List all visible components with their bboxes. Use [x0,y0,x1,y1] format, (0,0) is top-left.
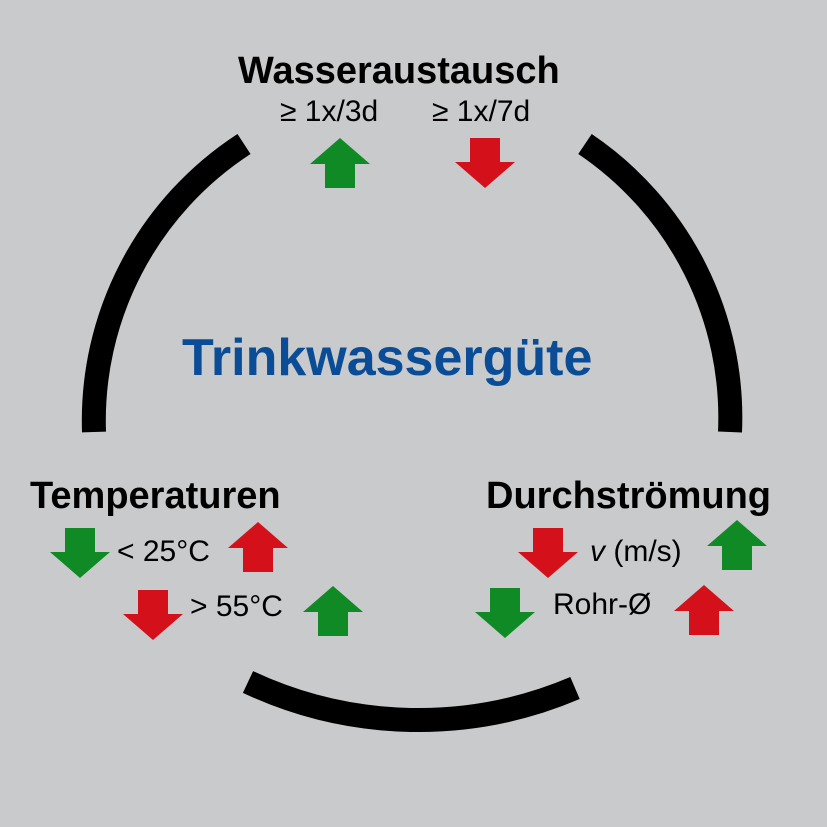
arrow-up-icon [303,586,363,636]
flow-pipe-diameter-label: Rohr-Ø [553,588,652,621]
temperature-above-55-label: > 55°C [190,590,283,623]
water-exchange-heading: Wasseraustausch [238,50,560,92]
flow-velocity-symbol: v [590,535,605,568]
arrow-down-icon [475,588,535,638]
temperatures-heading: Temperaturen [30,475,281,517]
arrow-down-icon [50,528,110,578]
cycle-arc-bottom [242,671,580,733]
arrow-up-icon [707,520,767,570]
arrow-up-icon [310,138,370,188]
water-exchange-3d-label: ≥ 1x/3d [280,95,379,128]
center-title: Trinkwassergüte [182,329,593,387]
cycle-arc-right [578,134,743,433]
arrow-down-icon [455,138,515,188]
water-exchange-7d-label: ≥ 1x/7d [432,95,531,128]
arrow-down-icon [123,590,183,640]
arrow-down-icon [518,528,578,578]
flow-velocity-unit: (m/s) [605,535,682,568]
cycle-arc-left [81,133,251,433]
arrow-up-icon [674,585,734,635]
arrow-up-icon [228,522,288,572]
flow-velocity-label: v (m/s) [590,537,682,567]
flow-heading: Durchströmung [486,475,771,517]
temperature-below-25-label: < 25°C [117,535,210,568]
